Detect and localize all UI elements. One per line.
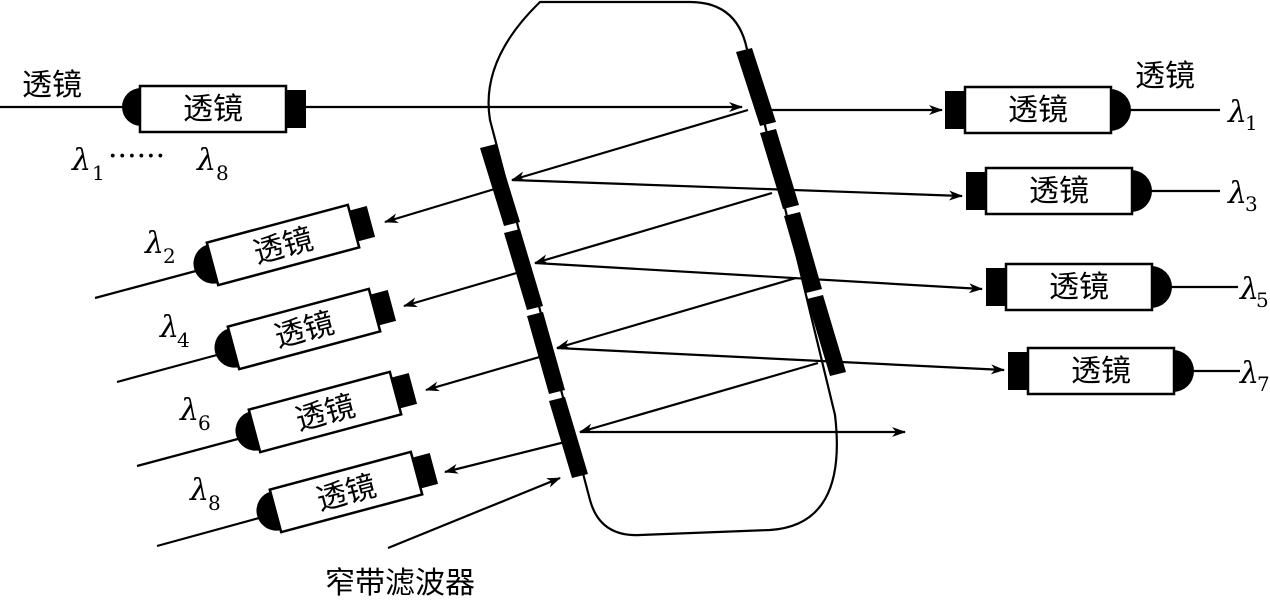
diagram-text: 透镜 xyxy=(1029,174,1089,209)
output-lens-lambda5: λ 5 透镜 xyxy=(986,262,1269,312)
diagram-text: 透镜 xyxy=(1008,93,1068,128)
input-lens-label: 透镜 xyxy=(22,68,82,103)
output-lens-lambda7: 透镜 λ 7 xyxy=(1008,346,1270,396)
diagram-text: λ xyxy=(144,226,164,261)
input-lens-text: 透镜 xyxy=(183,92,243,127)
diagram-text: 3 xyxy=(1245,192,1258,216)
diagram-text: λ xyxy=(189,473,209,508)
transmitted-beams-left xyxy=(384,186,566,474)
output-lens-lambda6: 透镜 λ 6 xyxy=(136,370,418,468)
glass-substrate xyxy=(487,0,838,537)
diagram-text: 4 xyxy=(177,328,190,352)
diagram-text: λ xyxy=(1239,356,1259,391)
transmitted-beams-right xyxy=(511,178,1005,437)
diagram-text: λ xyxy=(1227,176,1247,211)
diagram-text: 8 xyxy=(216,161,229,185)
diagram-text: λ xyxy=(1239,272,1259,307)
diagram-text: λ xyxy=(196,143,216,178)
diagram-text: 7 xyxy=(1257,372,1270,396)
input-wavelength-range: λ 1 ······ λ 8 xyxy=(71,139,229,185)
right-filter-strips xyxy=(736,48,846,376)
narrowband-filter-strips xyxy=(480,144,588,478)
diagram-text: 透镜 xyxy=(1071,354,1131,389)
zigzag-beams xyxy=(511,108,819,434)
output-lens-lambda3: 透镜 λ 3 xyxy=(966,166,1258,216)
filter-label: 窄带滤波器 xyxy=(325,566,475,600)
diagram-text: 8 xyxy=(208,491,221,515)
diagram-text: λ xyxy=(179,393,199,428)
output-lens-lambda1: 透镜 λ 1 xyxy=(945,85,1258,135)
diagram-text: λ xyxy=(1227,95,1247,130)
diagram-text: 1 xyxy=(1245,111,1258,135)
diagram-text: 5 xyxy=(1256,288,1269,312)
filter-pointer-arrow xyxy=(387,476,561,550)
diagram-text: 2 xyxy=(163,244,176,268)
diagram-text: ······ xyxy=(108,139,165,174)
diagram-text: 1 xyxy=(92,161,105,185)
output-lens-lambda4: 透镜 λ 4 xyxy=(116,287,397,384)
input-lens: 透镜 xyxy=(0,84,306,134)
diagram-text: λ xyxy=(159,310,179,345)
output-lens-lambda2: 透镜 λ 2 xyxy=(94,203,376,300)
diagram-text: λ xyxy=(71,143,91,178)
output-lens-label: 透镜 xyxy=(1135,59,1195,94)
diagram-text: 6 xyxy=(198,411,211,435)
output-lens-lambda8: 透镜 λ 8 xyxy=(156,450,439,548)
diagram-text: 透镜 xyxy=(1049,270,1109,305)
